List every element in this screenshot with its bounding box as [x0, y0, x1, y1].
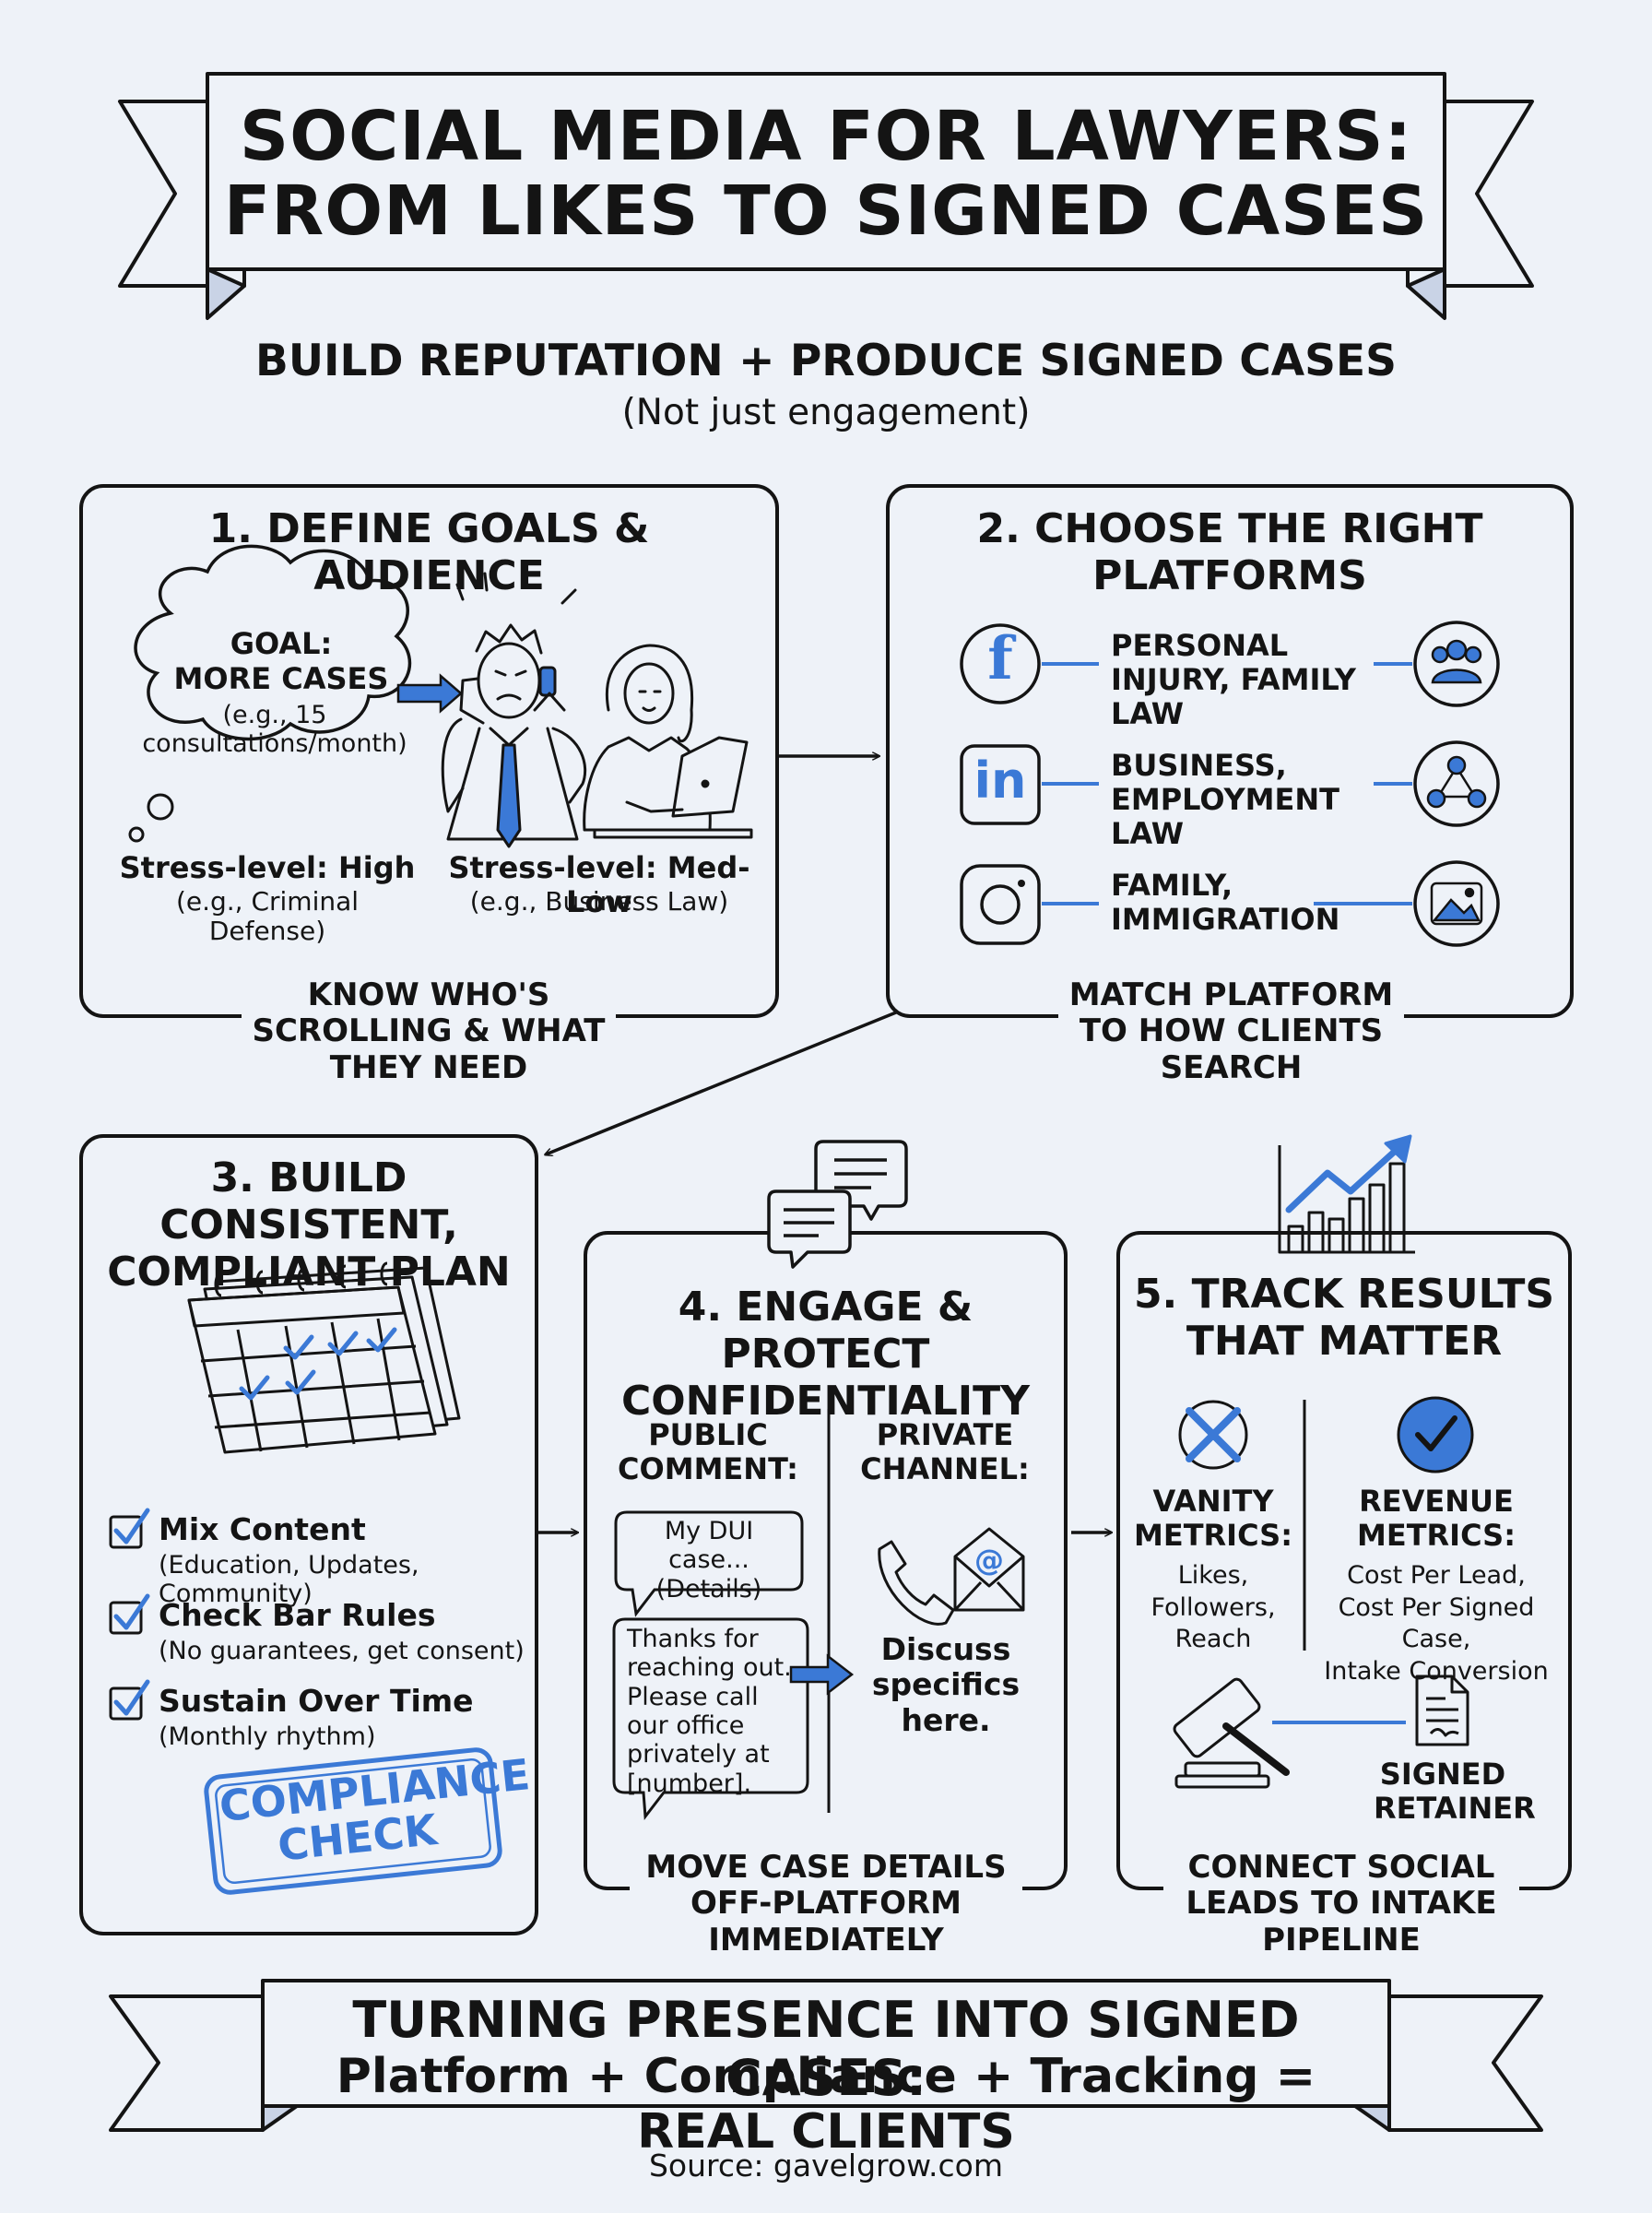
public-comment-bubble: My DUI case... (Details)	[655, 1517, 762, 1604]
private-discuss-text: Discuss specifics here.	[871, 1631, 1021, 1738]
step5-heading: 5. TRACK RESULTS THAT MATTER	[1133, 1271, 1555, 1366]
public-comment-label: PUBLIC COMMENT:	[618, 1417, 798, 1487]
growth-chart-icon	[1278, 1134, 1415, 1254]
step4-caption: MOVE CASE DETAILS OFF-PLATFORM IMMEDIATE…	[645, 1849, 1007, 1959]
compliance-stamp	[204, 1747, 502, 1895]
network-icon	[1426, 755, 1487, 809]
stress-high-example: (e.g., Criminal Defense)	[175, 886, 360, 947]
revenue-metrics-title: REVENUE METRICS:	[1357, 1484, 1516, 1554]
linkedin-icon: in	[974, 751, 1027, 810]
phone-icon	[878, 1540, 955, 1626]
x-circle-icon	[1178, 1400, 1248, 1470]
revenue-item-3: Intake Conversion	[1324, 1656, 1549, 1686]
panel-define-goals	[79, 484, 779, 1038]
footer-banner	[109, 1979, 1543, 2132]
revenue-item-2: Cost Per Signed Case,	[1338, 1592, 1535, 1654]
plan-item-1-detail: (Education, Updates, Community)	[159, 1551, 419, 1609]
source-credit: Source: gavelgrow.com	[648, 2148, 1004, 2183]
stress-low-example: (e.g., Business Law)	[469, 886, 729, 917]
facebook-icon: f	[987, 624, 1013, 693]
panel-choose-platforms	[886, 484, 1574, 1038]
image-icon	[1430, 882, 1483, 926]
step5-caption: CONNECT SOCIAL LEADS TO INTAKE PIPELINE	[1186, 1849, 1497, 1959]
step1-heading: 1. DEFINE GOALS & AUDIENCE	[208, 505, 650, 600]
private-channel-label: PRIVATE CHANNEL:	[860, 1417, 1030, 1487]
vanity-metrics-items: Likes, Followers, Reach	[1150, 1561, 1276, 1654]
calendar-checkmarks	[239, 1327, 397, 1401]
goal-example: (e.g., 15 consultations/month)	[142, 701, 407, 759]
title-banner	[118, 72, 1534, 320]
plan-item-3-detail: (Monthly rhythm)	[159, 1722, 376, 1751]
instagram-icon	[962, 866, 1039, 943]
step4-heading: 4. ENGAGE & PROTECT CONFIDENTIALITY	[620, 1284, 1031, 1426]
revenue-item-1: Cost Per Lead,	[1347, 1561, 1526, 1590]
revenue-metrics-items: Cost Per Lead, Cost Per Signed Case, Int…	[1309, 1560, 1564, 1687]
goal-main: MORE CASES	[173, 661, 389, 696]
panel-plan	[79, 1134, 538, 1935]
panel-track	[1116, 1134, 1572, 1911]
platform-row-facebook-text: PERSONAL INJURY, FAMILY LAW	[1111, 628, 1356, 732]
title-line-1: SOCIAL MEDIA FOR LAWYERS:	[239, 97, 1413, 176]
plan-item-1-title: Mix Content	[159, 1511, 366, 1547]
step2-heading: 2. CHOOSE THE RIGHT PLATFORMS	[976, 505, 1483, 600]
vanity-metrics-title: VANITY METRICS:	[1134, 1484, 1292, 1554]
email-icon	[953, 1527, 1025, 1612]
calm-woman-figure	[583, 644, 753, 839]
platform-row-instagram-text: FAMILY, IMMIGRATION	[1111, 868, 1340, 938]
plan-item-2-detail: (No guarantees, get consent)	[159, 1637, 525, 1665]
subtitle-line-1: BUILD REPUTATION + PRODUCE SIGNED CASES	[255, 336, 1397, 386]
step2-caption: MATCH PLATFORM TO HOW CLIENTS SEARCH	[1068, 976, 1394, 1086]
goal-title: GOAL:	[230, 626, 333, 661]
stressed-man-figure	[441, 572, 587, 848]
footer-line-2: Platform + Compliance + Tracking = REAL …	[336, 2049, 1316, 2160]
page-title: SOCIAL MEDIA FOR LAWYERS: FROM LIKES TO …	[217, 97, 1435, 252]
step3-heading: 3. BUILD CONSISTENT, COMPLIANT PLAN	[107, 1154, 511, 1296]
document-icon	[1415, 1675, 1469, 1746]
title-line-2: FROM LIKES TO SIGNED CASES	[223, 172, 1429, 252]
subtitle-line-2: (Not just engagement)	[621, 392, 1031, 433]
step1-caption: KNOW WHO'S SCROLLING & WHAT THEY NEED	[252, 976, 606, 1086]
group-icon	[1431, 639, 1482, 684]
chat-bubbles-icon	[767, 1140, 908, 1269]
reply-bubble: Thanks for reaching out. Please call our…	[627, 1625, 792, 1798]
plan-item-3-title: Sustain Over Time	[159, 1683, 474, 1719]
email-at-glyph: @	[974, 1543, 1004, 1578]
footer-line-1: TURNING PRESENCE INTO SIGNED CASES:	[352, 1991, 1300, 2107]
gavel-icon	[1173, 1677, 1290, 1789]
platform-row-linkedin-text: BUSINESS, EMPLOYMENT LAW	[1111, 748, 1339, 852]
check-circle-icon	[1397, 1396, 1474, 1473]
stress-low-label: Stress-level: Med-Low	[448, 850, 750, 920]
checklist-boxes	[109, 1508, 150, 1721]
stress-high-label: Stress-level: High	[119, 850, 416, 885]
arrow-2-to-3	[546, 1011, 897, 1154]
signed-retainer-label: SIGNED RETAINER	[1374, 1757, 1536, 1827]
plan-item-2-title: Check Bar Rules	[159, 1597, 436, 1633]
panel-engage	[584, 1140, 1068, 1911]
